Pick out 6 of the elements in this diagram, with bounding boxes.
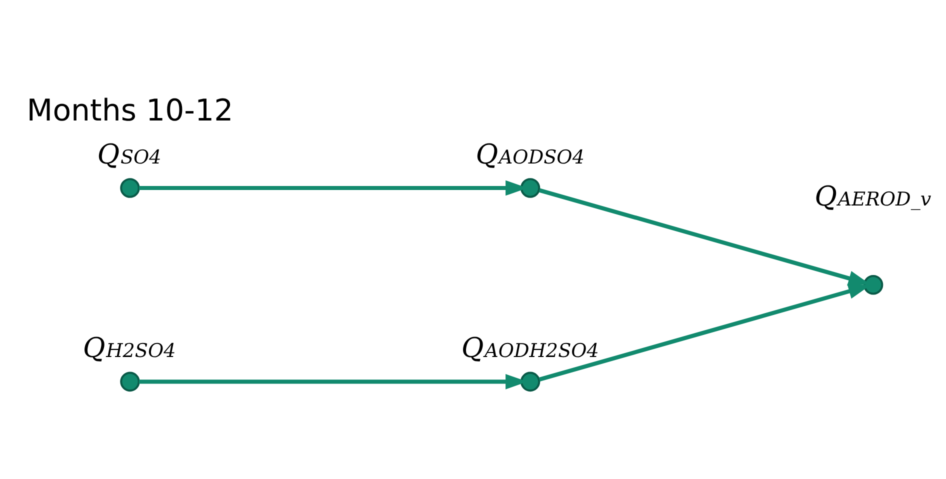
node-label: QAODSO4 bbox=[476, 139, 584, 170]
node-label: QSO4 bbox=[97, 139, 162, 170]
node-label: QH2SO4 bbox=[82, 333, 176, 364]
node-label: QAEROD_v bbox=[814, 182, 932, 213]
label: Months 10-12 bbox=[26, 94, 234, 129]
node-label: QAODH2SO4 bbox=[461, 333, 599, 364]
